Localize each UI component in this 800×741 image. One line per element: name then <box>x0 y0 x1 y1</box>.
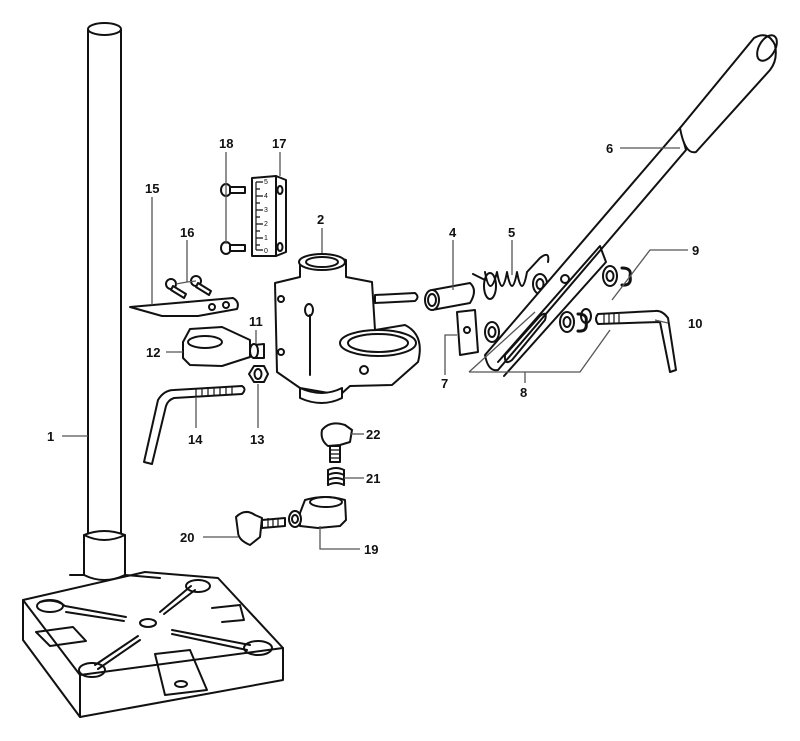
callout-18: 18 <box>219 136 233 151</box>
scale-tick-label: 3 <box>264 207 268 214</box>
callout-labels: 1 2 4 5 6 7 8 9 10 11 12 13 14 15 16 17 … <box>47 136 702 557</box>
callout-6: 6 <box>606 141 613 156</box>
callout-4: 4 <box>449 225 457 240</box>
scale-tick-label: 5 <box>264 179 268 186</box>
callout-7: 7 <box>441 376 448 391</box>
column <box>87 22 122 536</box>
hex-nut <box>248 365 269 383</box>
callout-16: 16 <box>180 225 194 240</box>
callout-12: 12 <box>146 345 160 360</box>
callout-13: 13 <box>250 432 264 447</box>
return-spring <box>472 253 550 300</box>
scale-screws <box>220 183 246 255</box>
scale-tick-label: 2 <box>264 221 268 228</box>
star-knob-screw <box>320 422 353 463</box>
locking-lever <box>595 309 677 373</box>
depth-scale: 5 4 3 2 1 0 <box>251 175 287 257</box>
callout-21: 21 <box>366 471 380 486</box>
square-nut-plate <box>456 309 500 356</box>
callout-10: 10 <box>688 316 702 331</box>
clamp-collar <box>288 496 347 529</box>
base <box>22 530 284 718</box>
depth-stop-collar <box>182 326 251 367</box>
pointer-screws <box>165 275 212 299</box>
callout-11: 11 <box>249 314 263 329</box>
callout-15: 15 <box>145 181 159 196</box>
leader-lines <box>62 147 688 550</box>
scale-tick-label: 1 <box>264 235 268 242</box>
scale-tick-label: 0 <box>264 248 268 255</box>
callout-22: 22 <box>366 427 380 442</box>
callout-17: 17 <box>272 136 286 151</box>
callout-8: 8 <box>520 385 527 400</box>
callout-2: 2 <box>317 212 324 227</box>
callout-5: 5 <box>508 225 515 240</box>
callout-1: 1 <box>47 429 54 444</box>
star-knob <box>235 511 286 546</box>
callout-9: 9 <box>692 243 699 258</box>
carriage-housing <box>274 253 421 404</box>
lever-handle <box>484 34 778 377</box>
callout-14: 14 <box>188 432 203 447</box>
pointer <box>129 297 239 317</box>
scale-tick-label: 4 <box>264 193 268 200</box>
spring <box>327 467 345 486</box>
sleeve <box>424 282 475 311</box>
callout-20: 20 <box>180 530 194 545</box>
pin <box>249 343 265 359</box>
callout-19: 19 <box>364 542 378 557</box>
clamping-lever <box>143 385 246 465</box>
